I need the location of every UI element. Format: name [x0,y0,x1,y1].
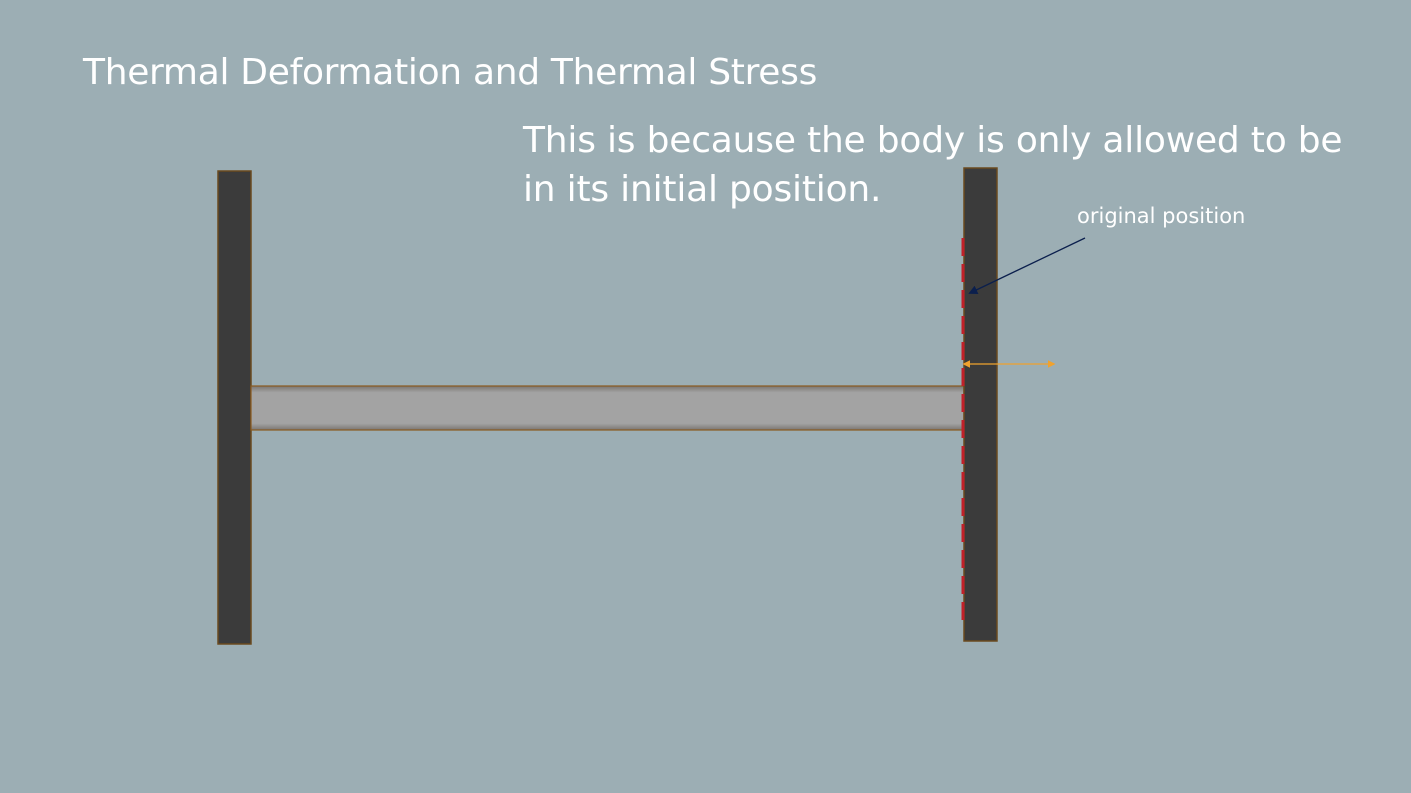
left-wall [217,170,252,645]
explanation-line-1: This is because the body is only allowed… [523,120,1343,161]
original-position-label: original position [1077,204,1246,228]
explanation-line-2: in its initial position. [523,169,882,210]
heated-bar [250,385,965,431]
explanation-text: This is because the body is only allowed… [523,116,1353,214]
slide-title: Thermal Deformation and Thermal Stress [83,52,818,93]
arrow-pointer-icon [968,237,1086,294]
right-wall [963,167,998,642]
